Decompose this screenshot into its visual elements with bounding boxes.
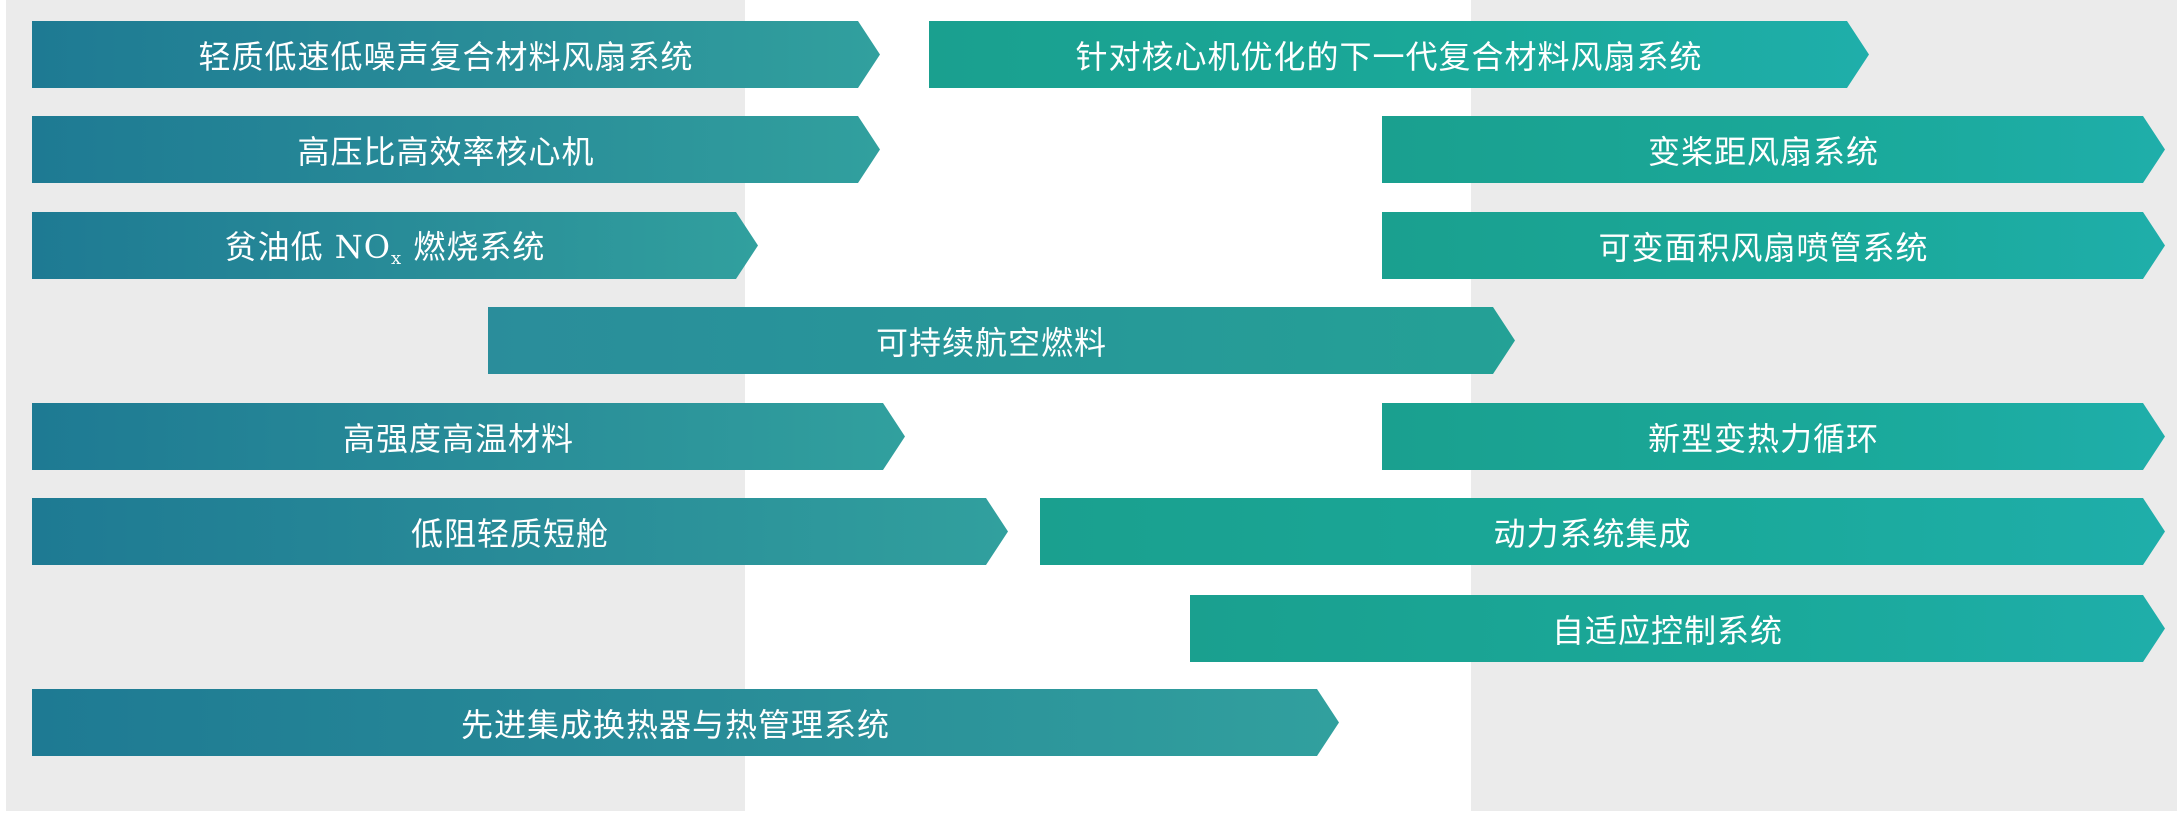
- arrow-variable-area-nozzle: 可变面积风扇喷管系统: [1382, 212, 2165, 279]
- arrow-label: 低阻轻质短舱: [410, 514, 609, 553]
- arrow-label: 可持续航空燃料: [875, 323, 1107, 362]
- arrow-label: 高压比高效率核心机: [297, 132, 595, 171]
- arrow-label: 针对核心机优化的下一代复合材料风扇系统: [1075, 37, 1703, 76]
- arrow-label: 新型变热力循环: [1647, 419, 1879, 458]
- arrow-lean-nox-combustion: 贫油低 NOx 燃烧系统: [32, 212, 758, 279]
- arrow-next-gen-fan-system: 针对核心机优化的下一代复合材料风扇系统: [929, 21, 1869, 88]
- arrow-label: 自适应控制系统: [1551, 611, 1783, 650]
- arrow-label: 变桨距风扇系统: [1647, 132, 1879, 171]
- arrow-low-drag-nacelle: 低阻轻质短舱: [32, 498, 1008, 565]
- arrow-adaptive-control: 自适应控制系统: [1190, 595, 2165, 662]
- arrow-label: 轻质低速低噪声复合材料风扇系统: [198, 37, 694, 76]
- arrow-variable-thermal-cycle: 新型变热力循环: [1382, 403, 2165, 470]
- arrow-variable-pitch-fan: 变桨距风扇系统: [1382, 116, 2165, 183]
- arrow-label: 可变面积风扇喷管系统: [1598, 228, 1929, 267]
- arrow-propulsion-integration: 动力系统集成: [1040, 498, 2165, 565]
- arrow-high-pressure-core: 高压比高效率核心机: [32, 116, 880, 183]
- arrow-high-temp-materials: 高强度高温材料: [32, 403, 905, 470]
- arrow-label: 高强度高温材料: [342, 419, 574, 458]
- arrow-heat-exchanger-thermal-mgmt: 先进集成换热器与热管理系统: [32, 689, 1339, 756]
- arrow-sustainable-aviation-fuel: 可持续航空燃料: [488, 307, 1515, 374]
- arrow-label: 动力系统集成: [1493, 514, 1692, 553]
- arrow-label: 先进集成换热器与热管理系统: [460, 705, 890, 744]
- arrow-lightweight-fan-system: 轻质低速低噪声复合材料风扇系统: [32, 21, 880, 88]
- arrow-label: 贫油低 NOx 燃烧系统: [224, 228, 546, 269]
